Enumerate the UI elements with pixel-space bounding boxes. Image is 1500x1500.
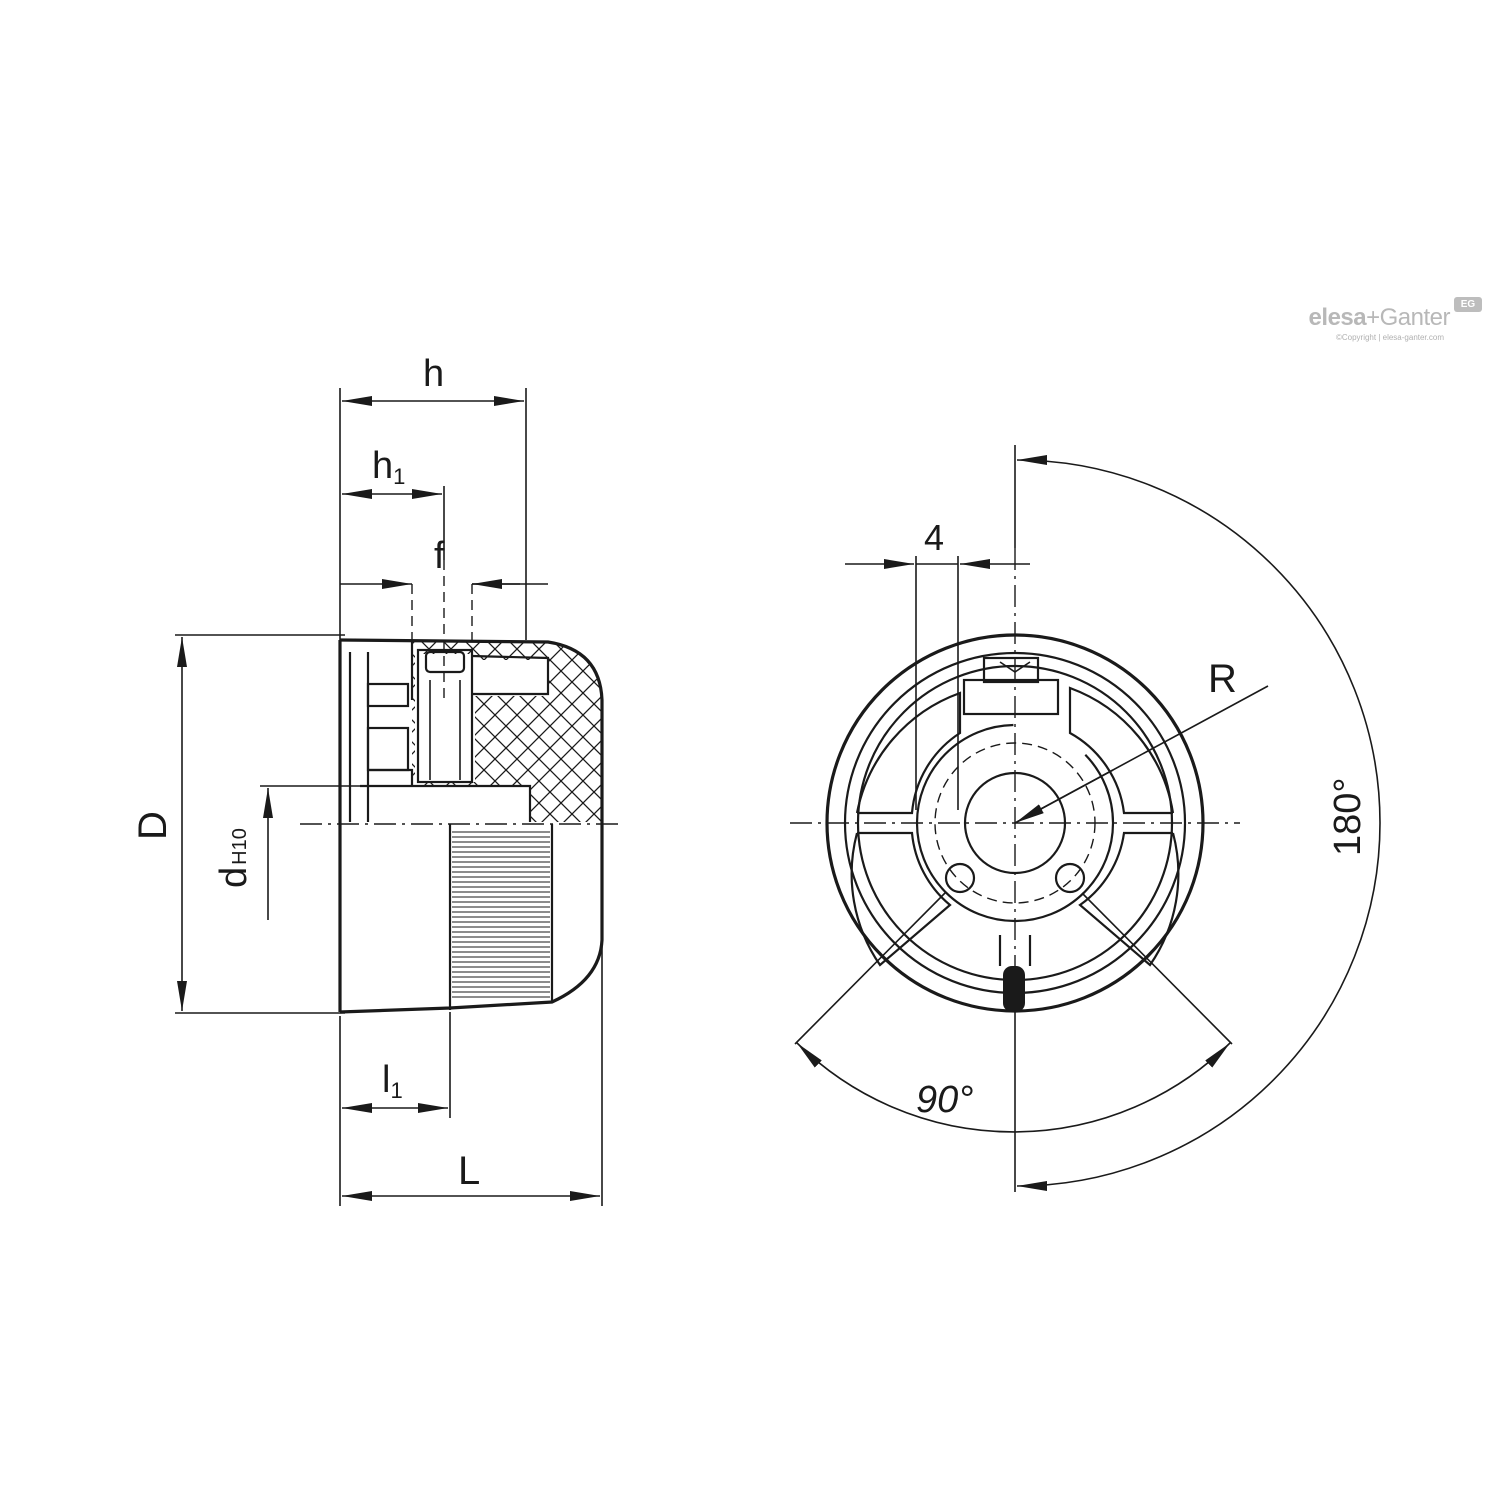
label-l1: l1 xyxy=(382,1059,403,1103)
label-d: dH10 xyxy=(213,828,255,888)
label-L: L xyxy=(458,1149,480,1193)
label-h: h xyxy=(423,353,444,395)
brand-name: elesa+Ganter xyxy=(1308,304,1451,331)
brand-copyright: ©Copyright | elesa-ganter.com xyxy=(1335,333,1444,342)
label-f: f xyxy=(434,535,445,577)
brand-logo: elesa+Ganter EG ©Copyright | elesa-gante… xyxy=(1278,296,1488,352)
label-h1: h1 xyxy=(372,445,405,489)
side-view: h h1 f D dH10 l1 L xyxy=(131,353,620,1206)
label-D: D xyxy=(131,811,175,840)
position-indicator xyxy=(1003,966,1025,1012)
dim-90-arc xyxy=(796,1042,1231,1133)
label-4: 4 xyxy=(924,517,944,558)
brand-badge: EG xyxy=(1454,297,1482,312)
knurling xyxy=(452,831,550,998)
dim-180-arc xyxy=(1016,455,1381,1191)
label-R: R xyxy=(1208,657,1237,701)
front-view: 4 R 180° 90° xyxy=(790,445,1381,1192)
label-90: 90° xyxy=(916,1079,973,1121)
label-180: 180° xyxy=(1327,777,1369,856)
